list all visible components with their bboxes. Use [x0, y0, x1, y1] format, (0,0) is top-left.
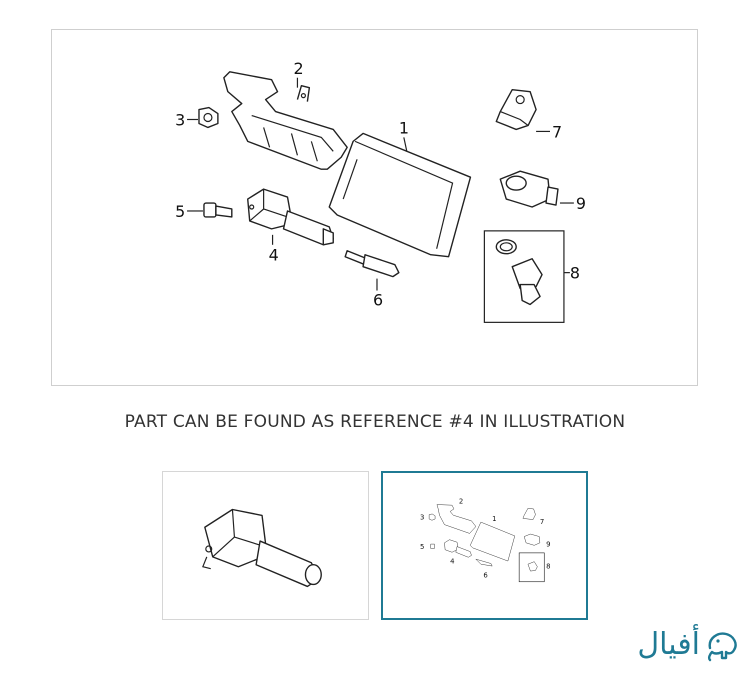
callout-7: 7 — [552, 122, 562, 141]
part-3-nut — [198, 106, 219, 129]
callout-2: 2 — [293, 59, 303, 78]
brand-logo[interactable]: أفيال — [606, 622, 740, 668]
thumb-callout-8: 8 — [546, 563, 550, 571]
thumb-callout-1: 1 — [492, 515, 496, 523]
part-1-module — [328, 132, 472, 258]
callout-5: 5 — [175, 202, 185, 221]
callout-8: 8 — [570, 264, 580, 283]
part-9-knock-sensor — [499, 170, 559, 208]
thumb-callout-3: 3 — [420, 514, 424, 522]
part-7-sensor — [495, 88, 537, 131]
exploded-parts-illustration: 2 3 1 4 5 — [175, 59, 586, 323]
coil-thumbnail-image — [202, 508, 322, 588]
callout-6: 6 — [373, 290, 383, 309]
diagram-thumbnail-image: 1 2 3 4 5 6 7 8 9 — [420, 497, 551, 583]
thumb-callout-4: 4 — [450, 558, 454, 566]
part-6-sensor — [344, 250, 400, 278]
thumb-callout-7: 7 — [540, 518, 544, 526]
main-parts-diagram: 2 3 1 4 5 — [51, 29, 698, 386]
thumb-callout-2: 2 — [459, 497, 463, 505]
logo-text: أفيال — [637, 627, 700, 662]
thumb-callout-9: 9 — [546, 541, 550, 549]
part-8-sensor-kit — [483, 230, 565, 323]
elephant-icon — [707, 632, 737, 662]
part-4-ignition-coil — [247, 188, 334, 246]
thumbnail-coil[interactable] — [162, 471, 369, 620]
callout-3: 3 — [175, 110, 185, 129]
callout-1: 1 — [399, 118, 409, 137]
callout-9: 9 — [576, 194, 586, 213]
part-5-bolt — [203, 202, 233, 218]
thumb-callout-6: 6 — [483, 571, 487, 579]
thumbnail-diagram-selected[interactable]: 1 2 3 4 5 6 7 8 9 — [381, 471, 588, 620]
callout-4: 4 — [269, 246, 279, 265]
part-2-bracket — [223, 71, 348, 170]
reference-caption: PART CAN BE FOUND AS REFERENCE #4 IN ILL… — [124, 412, 626, 432]
thumb-callout-5: 5 — [420, 543, 424, 551]
